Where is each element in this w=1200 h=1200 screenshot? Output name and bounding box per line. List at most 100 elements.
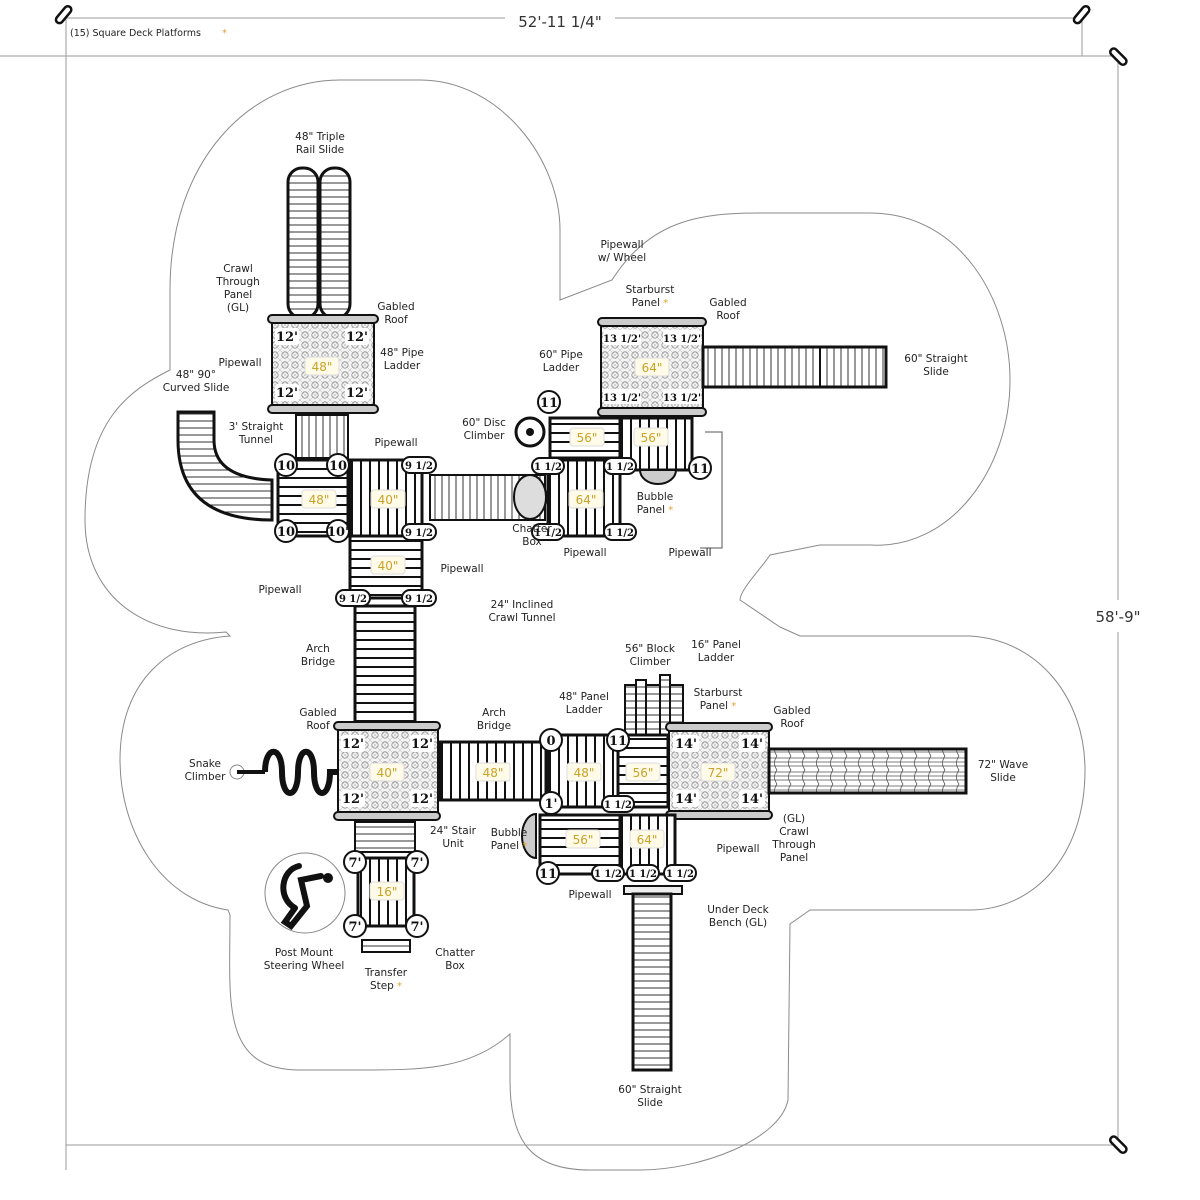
post-height: 1 1/2 xyxy=(629,869,657,880)
pipewall-leader xyxy=(700,431,723,549)
post-marker: 1' xyxy=(539,791,563,815)
arch-bridge-vertical xyxy=(353,604,417,724)
deck-right-56a[interactable]: 56" xyxy=(548,416,622,460)
deck-height: 56" xyxy=(633,766,654,780)
inclined-crawl-tunnel xyxy=(429,474,547,521)
deck-height: 56" xyxy=(573,833,594,847)
asterisk-marker-icon: * xyxy=(665,505,673,516)
post-height: 13 1/2' xyxy=(603,334,641,345)
post-marker: 13 1/2' xyxy=(603,330,641,345)
post-height: 14' xyxy=(741,792,763,807)
post-height: 11 xyxy=(691,462,709,477)
bridge-48[interactable]: 48" xyxy=(438,740,548,802)
post-marker: 14' xyxy=(739,790,765,807)
post-marker: 14' xyxy=(673,735,699,752)
post-height: 14' xyxy=(675,792,697,807)
gabled-roof xyxy=(597,407,707,417)
straight-slide-top xyxy=(701,345,888,389)
deck-height: 48" xyxy=(312,360,333,374)
deck-height: 48" xyxy=(483,766,504,780)
post-height: 7' xyxy=(348,856,361,871)
post-height: 12' xyxy=(276,386,298,401)
dimension-tick-icon xyxy=(1072,4,1091,25)
post-height: 11 xyxy=(540,396,558,411)
deck-right-56b[interactable]: 56" xyxy=(618,416,694,472)
post-height: 12' xyxy=(346,386,368,401)
straight-slide-bottom xyxy=(631,892,673,1072)
width-dimension: 52'-11 1/4" xyxy=(518,13,602,31)
dimension-tick-icon xyxy=(1109,1135,1128,1154)
post-height: 9 1/2 xyxy=(339,594,367,605)
post-height: 7' xyxy=(348,920,361,935)
deck-bottom-64[interactable]: 64" xyxy=(618,813,677,876)
post-height: 11 xyxy=(539,867,557,882)
post-marker: 1 1/2 xyxy=(603,523,637,541)
straight-tunnel xyxy=(295,414,349,459)
gabled-roof xyxy=(665,810,773,820)
gabled-roof xyxy=(597,317,707,327)
wave-slide xyxy=(767,747,968,795)
deck-height: 40" xyxy=(377,766,398,780)
post-height: 13 1/2' xyxy=(663,393,701,404)
post-height: 10 xyxy=(277,459,295,474)
post-height: 14' xyxy=(675,737,697,752)
gabled-roof xyxy=(333,721,441,731)
post-height: 14' xyxy=(741,737,763,752)
post-height: 13 1/2' xyxy=(603,393,641,404)
deck-height: 64" xyxy=(637,833,658,847)
bubble-panel-top xyxy=(638,469,678,485)
deck-mid-lower[interactable]: 40" xyxy=(348,534,424,600)
post-markers: 12' 12' 12' 12' 10 10 10 10' 9 1/2 9 1/2… xyxy=(274,328,765,938)
post-marker: 1 1/2 xyxy=(531,457,565,475)
post-height: 12' xyxy=(411,737,433,752)
deck-height: 48" xyxy=(574,766,595,780)
asterisk-marker-icon: * xyxy=(660,298,668,309)
post-marker: 1 1/2 xyxy=(626,864,660,882)
deck-height: 72" xyxy=(708,766,729,780)
deck-platforms-note: (15) Square Deck Platforms xyxy=(70,28,201,39)
label-pipewall-mid: Pipewall xyxy=(375,437,418,449)
post-height: 1 1/2 xyxy=(594,869,622,880)
post-marker: 10 xyxy=(274,453,298,477)
gabled-roof xyxy=(333,811,441,821)
post-marker: 1 1/2 xyxy=(603,457,637,475)
post-marker: 10 xyxy=(326,453,350,477)
post-height: 1 1/2 xyxy=(606,528,634,539)
post-marker: 10 xyxy=(274,519,298,543)
gabled-roof xyxy=(665,722,773,732)
label-pipewall-right-b: Pipewall xyxy=(669,547,712,559)
post-height: 12' xyxy=(342,737,364,752)
deck-height: 48" xyxy=(309,493,330,507)
width-dimension-line xyxy=(54,4,1091,1170)
bubble-panel-lower xyxy=(521,812,537,860)
disc-climber xyxy=(514,416,546,448)
label-pipewall-bottom: Pipewall xyxy=(569,889,612,901)
post-marker: 12' xyxy=(341,735,365,752)
post-height: 12' xyxy=(276,330,298,345)
deck-transfer-16[interactable]: 16" xyxy=(356,856,416,928)
post-marker: 12' xyxy=(410,790,434,807)
post-marker: 0 xyxy=(539,728,563,752)
transfer-step xyxy=(361,939,411,953)
